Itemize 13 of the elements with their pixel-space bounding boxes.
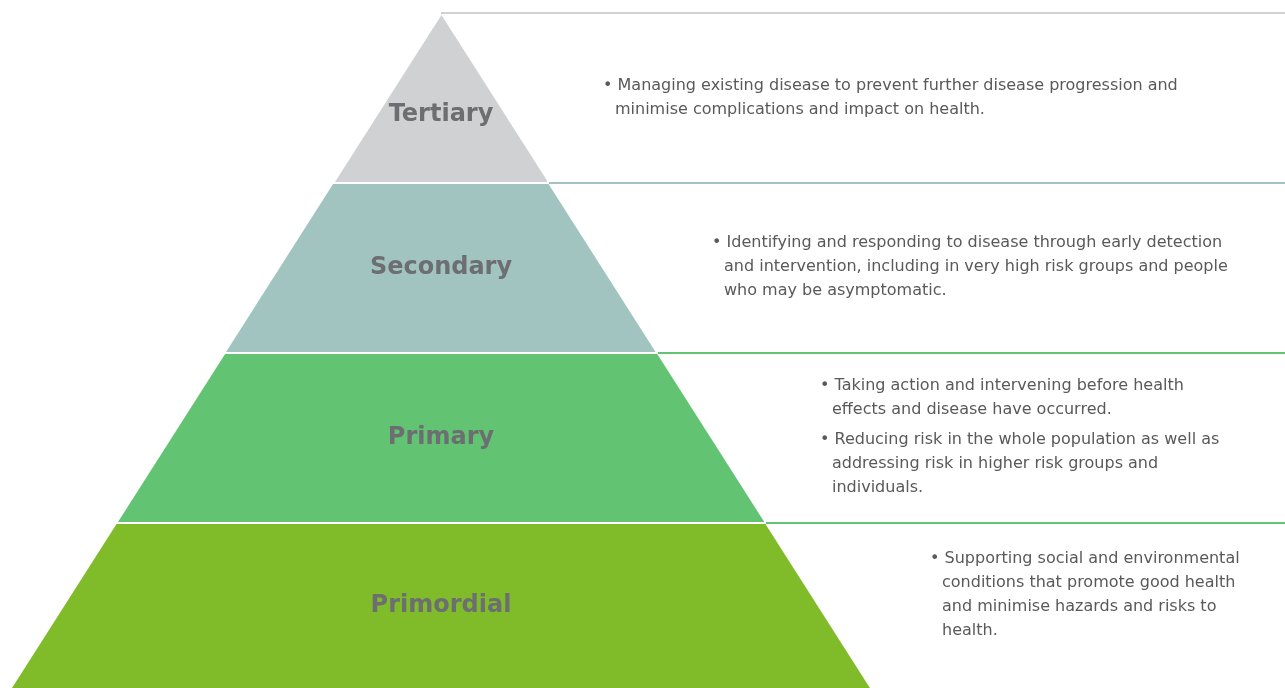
- level-heading: Primary: [387, 422, 495, 450]
- bullet-text: • Managing existing disease to prevent further disease progression and minimise complications and impact on health.: [603, 74, 1179, 120]
- pyramid-level: [117, 354, 765, 522]
- pyramid-level: [12, 524, 870, 688]
- pyramid-level: [334, 15, 548, 182]
- bullet-text: • Taking action and intervening before health effects and disease have occurred.: [820, 374, 1185, 420]
- level-heading: Primordial: [370, 590, 512, 618]
- level-heading: Tertiary: [388, 98, 494, 127]
- level-heading: Secondary: [369, 252, 513, 280]
- pyramid-level: [226, 184, 656, 352]
- bullet-text: • Identifying and responding to disease through early detection and intervention, including in very high risk groups and people who may be asymptomatic.: [712, 231, 1229, 301]
- bullet-text: • Supporting social and environmental conditions that promote good health and minimise hazards and risks to health.: [930, 547, 1241, 641]
- bullet-text: • Reducing risk in the whole population as well as addressing risk in higher risk groups and individuals.: [820, 428, 1221, 498]
